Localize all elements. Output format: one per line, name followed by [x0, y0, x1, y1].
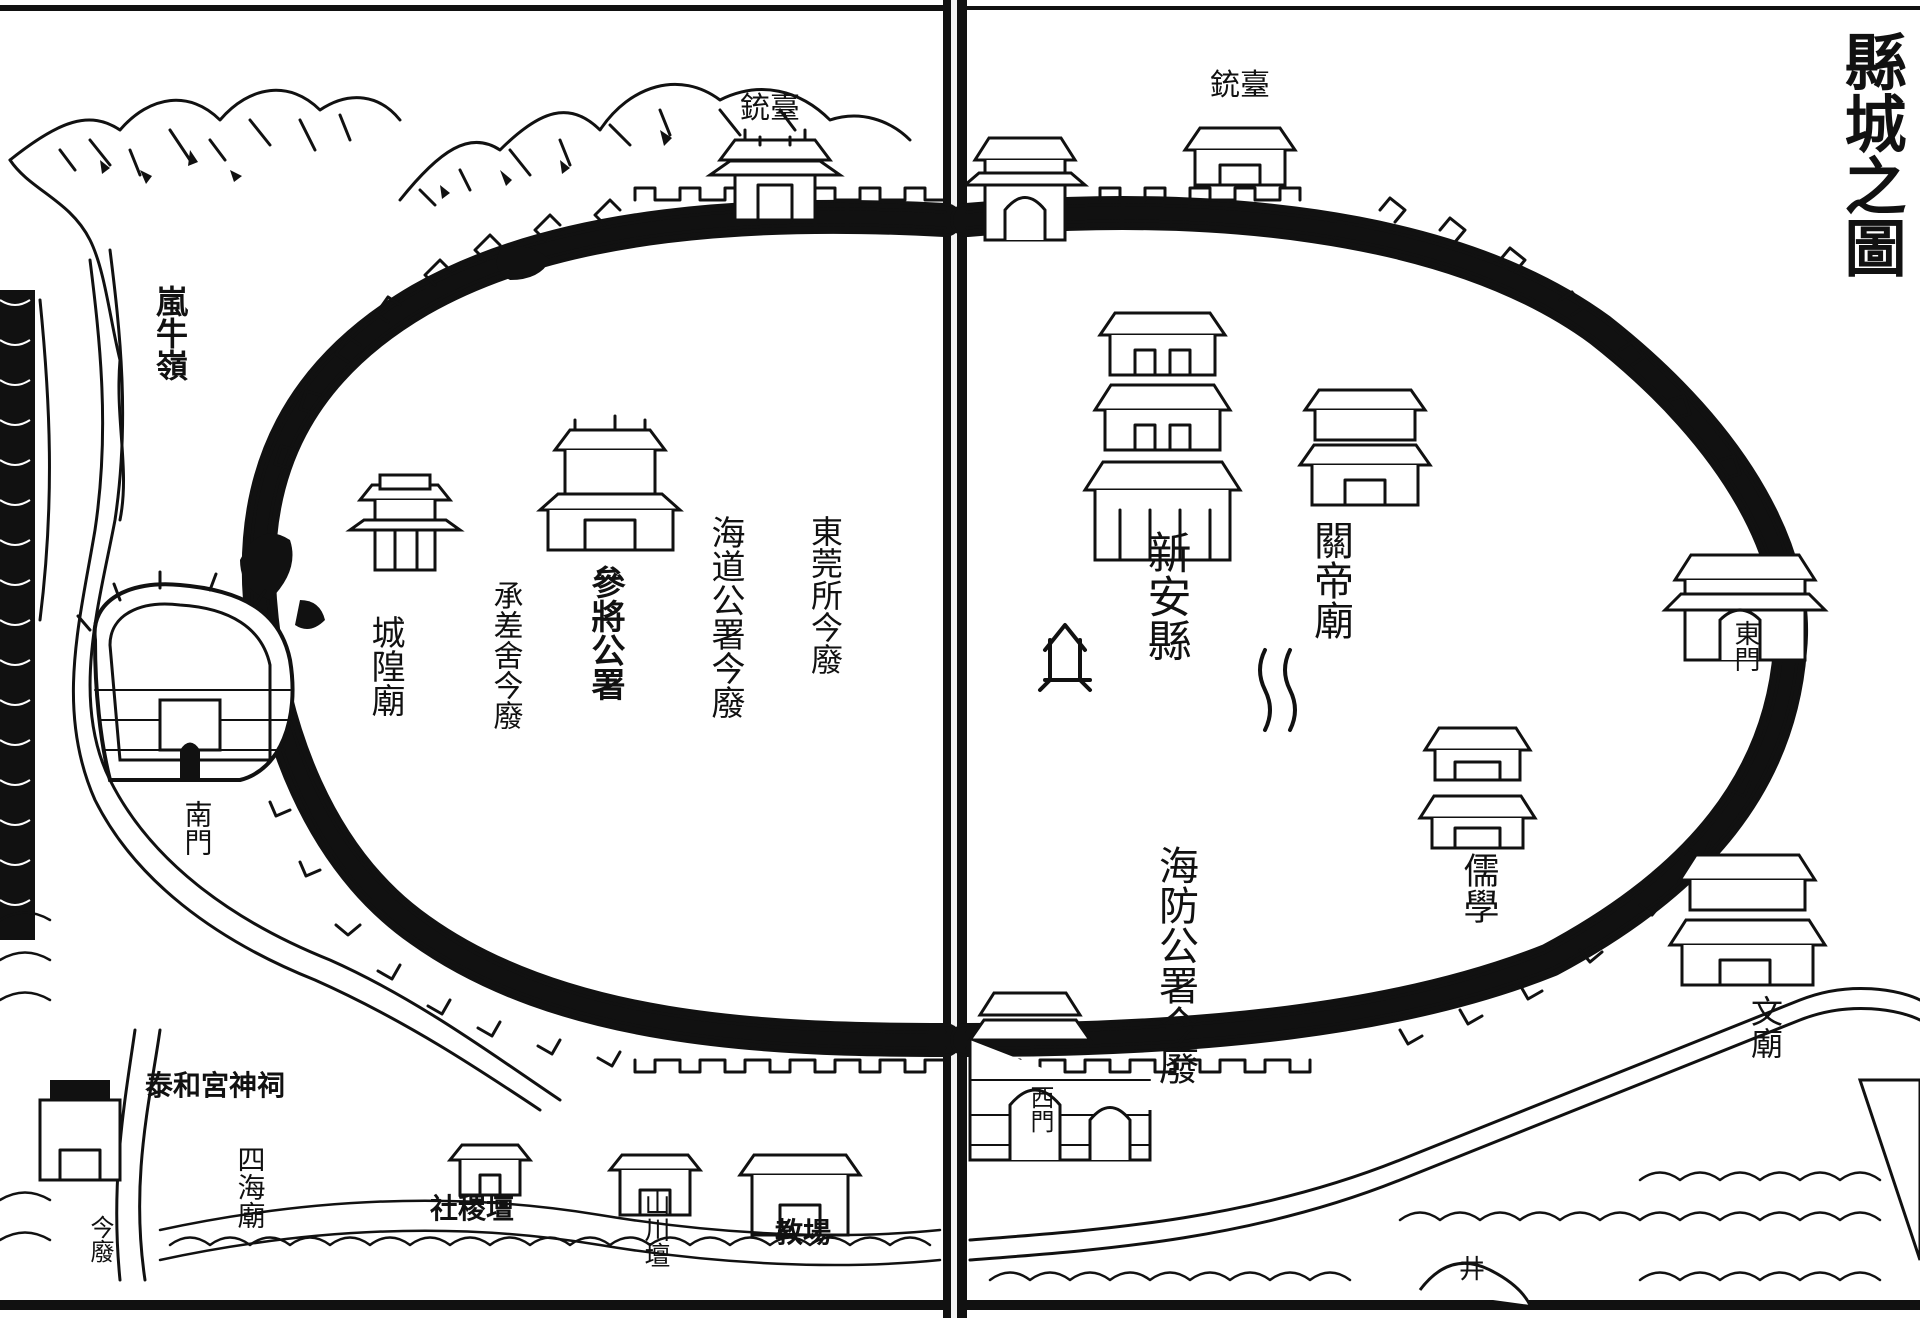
brook-symbol: [1258, 648, 1297, 732]
school-field-label: 教場: [775, 1216, 831, 1249]
sea-road-office-label: 海道公署今廢: [705, 515, 745, 719]
grain-temple-building: [446, 1143, 534, 1197]
left-page-labels: 銃臺 嵐牛嶺 城隍廟 參將公署 海道公署今廢 東莞所今廢 承差舍今廢 南門 泰和…: [86, 91, 844, 1268]
confucian-school-building: [1417, 726, 1538, 850]
chengchai-office-label: 承差舍今廢: [488, 580, 524, 730]
city-god-temple-building: [345, 473, 465, 572]
right-page-labels: 縣城之圖 銃臺 新安縣 關帝廟 東門 儒學 海防公署今廢 文廟 西門 井: [1026, 30, 1907, 1285]
xinan-county-label: 新安縣: [1140, 530, 1191, 662]
well-label: 井: [1459, 1255, 1485, 1285]
fort-tower-label-right: 銃臺: [1210, 68, 1270, 103]
coastal-gate-building: [967, 991, 1152, 1162]
mountain-river-temple-building: [606, 1153, 704, 1217]
waves-bottom-right: [988, 1171, 1882, 1282]
shrine-row-label: 泰和宮神祠: [145, 1069, 285, 1102]
mountain-river-temple-label: 山川壇: [640, 1190, 670, 1268]
county-office-building: [536, 414, 684, 552]
qu-symbol: [1038, 623, 1092, 692]
school-field-building: [737, 1153, 863, 1237]
haifang-office-label: 海防公署今廢: [1152, 845, 1198, 1085]
west-gate-barbican: [76, 570, 295, 782]
east-gate-label: 東門: [1730, 620, 1760, 672]
wen-temple-label: 文廟: [1746, 995, 1784, 1059]
fort-tower-building-left: [705, 128, 845, 222]
west-gate-label: 西門: [1026, 1085, 1054, 1133]
peak-label: 嵐牛嶺: [151, 285, 189, 381]
map-title: 縣城之圖: [1834, 30, 1907, 278]
shoreline-right: [968, 986, 1920, 1262]
confucian-school-label: 儒學: [1458, 852, 1500, 924]
fort-tower-building-right: [1182, 126, 1298, 187]
wen-temple-building: [1667, 853, 1828, 987]
fort-tower-label-left: 銃臺: [740, 91, 800, 126]
guandi-temple-building: [1297, 388, 1433, 507]
county-office-label: 參將公署: [585, 565, 625, 701]
city-god-temple-label: 城隍廟: [365, 615, 405, 717]
sihai-temple-building: [38, 1080, 122, 1182]
waves-left-edge: [0, 290, 51, 940]
dongguan-office-label: 東莞所今廢: [806, 515, 844, 675]
sihai-temple-label: 四海廟: [234, 1145, 267, 1229]
corner-tower-right-top: [960, 136, 1090, 242]
xinan-county-yamen-building: [1082, 311, 1243, 562]
south-gate-label: 南門: [181, 800, 214, 856]
fei-label: 今廢: [86, 1215, 114, 1263]
guandi-temple-label: 關帝廟: [1307, 520, 1353, 640]
east-gate-tower: [1661, 553, 1829, 662]
waves-bottom-left: [0, 911, 942, 1267]
grain-temple-label: 社稷壇: [430, 1192, 514, 1225]
